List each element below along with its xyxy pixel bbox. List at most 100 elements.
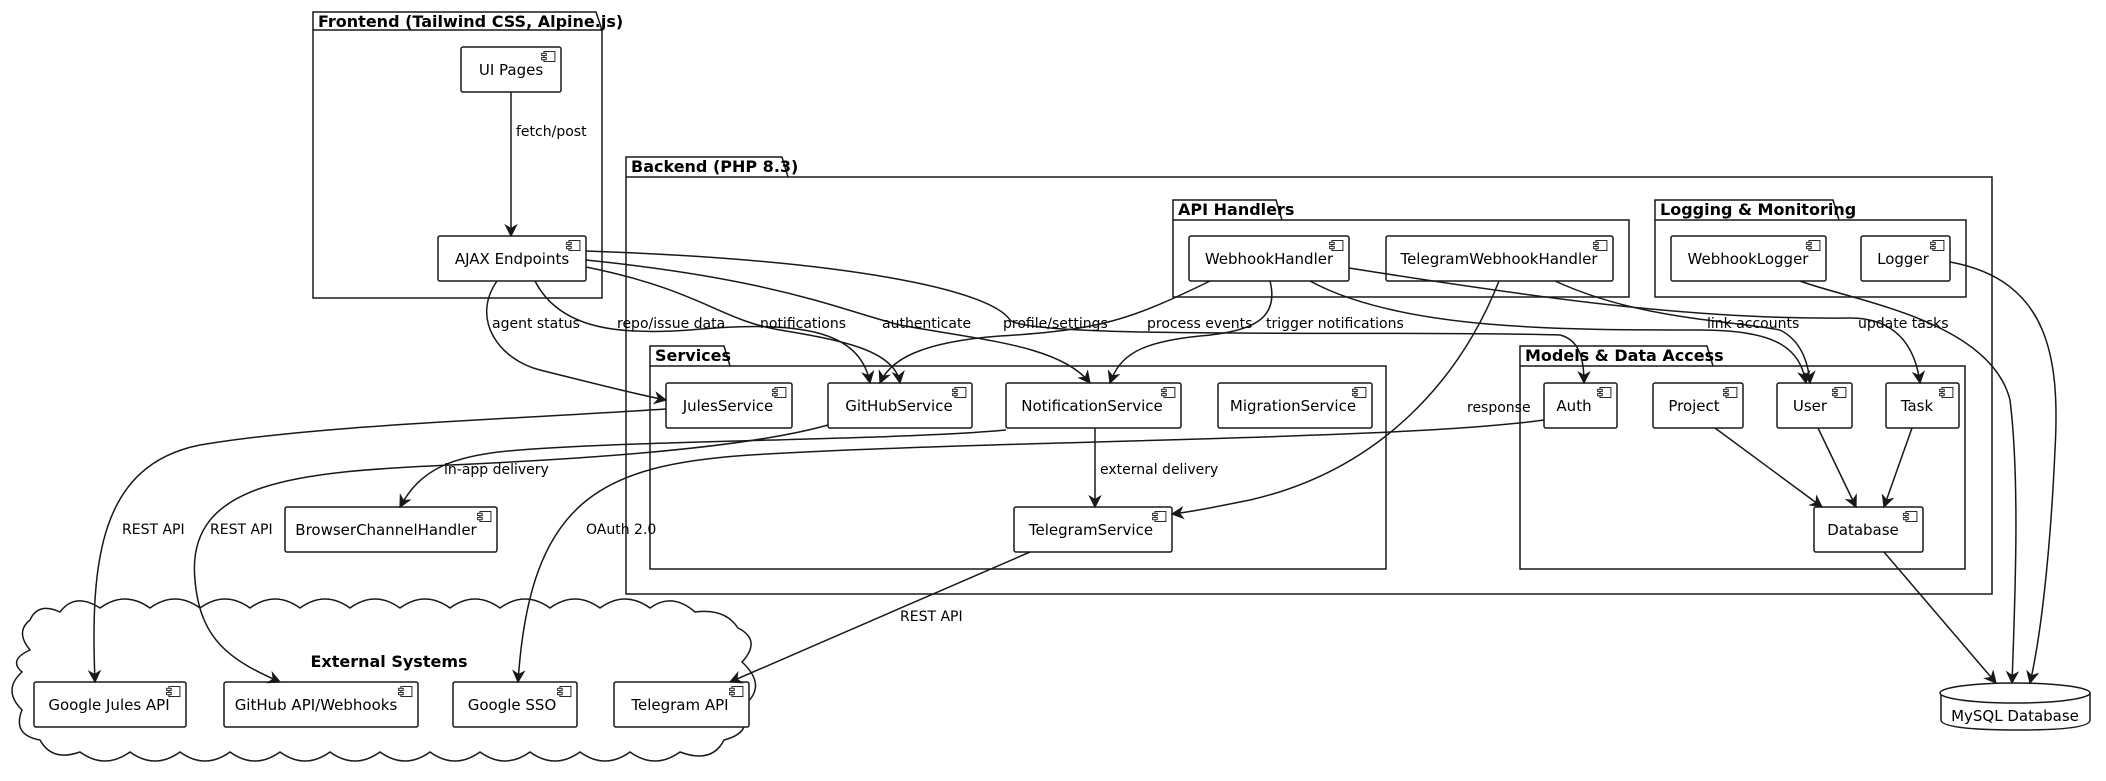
edge-database-to-mysql [1883,551,1997,685]
edge-logger-to-mysql [1949,261,2057,685]
svg-text:link accounts: link accounts [1707,316,1799,332]
svg-text:WebhookLogger: WebhookLogger [1688,250,1810,268]
edge-webhook-to-user [1309,280,1811,385]
svg-text:JulesService: JulesService [682,397,774,415]
edge-github-to-github-api: REST API [193,424,829,684]
component-browser-channel-handler: BrowserChannelHandler [284,506,498,553]
component-icon [1903,511,1918,522]
svg-text:GitHub API/Webhooks: GitHub API/Webhooks [235,696,398,714]
component-telegram-api: Telegram API [613,681,750,728]
component-icon [1806,240,1821,251]
edge-ajax-to-notification: notifications [585,266,905,385]
edge-webhook-to-notification: trigger notifications [1107,280,1404,385]
edge-notification-to-browser: in-app delivery [399,429,1007,509]
component-icon [772,387,787,398]
component-icon [1152,511,1167,522]
component-icon [477,511,492,522]
package-frontend: Frontend (Tailwind CSS, Alpine.js) [312,11,623,299]
component-icon [1832,387,1847,398]
component-task: Task [1885,382,1960,429]
component-webhook-handler: WebhookHandler [1188,235,1350,282]
component-icon [1723,387,1738,398]
component-ajax-endpoints: AJAX Endpoints [437,235,587,282]
package-external-title: External Systems [310,652,467,671]
svg-text:agent status: agent status [492,316,580,332]
package-api-handlers-title: API Handlers [1178,200,1294,219]
component-icon [1597,387,1612,398]
edge-user-to-database [1817,427,1857,509]
svg-text:Google SSO: Google SSO [468,696,557,714]
component-logger: Logger [1860,235,1951,282]
svg-text:REST API: REST API [210,522,273,538]
edge-webhook-logger-to-mysql [1799,280,2020,685]
edge-webhook-to-github: process events [878,280,1252,385]
svg-text:MigrationService: MigrationService [1230,397,1356,415]
edge-telegram-service-to-telegram-api: REST API [728,551,1031,684]
svg-text:Auth: Auth [1556,397,1591,415]
component-webhook-logger: WebhookLogger [1670,235,1827,282]
component-google-jules-api: Google Jules API [33,681,187,728]
svg-text:MySQL Database: MySQL Database [1951,707,2079,725]
svg-text:response: response [1467,400,1531,416]
edge-auth-to-google-sso: OAuth 2.0 [512,419,1545,684]
svg-text:profile/settings: profile/settings [1003,316,1108,332]
component-user: User [1776,382,1853,429]
component-icon [557,686,572,697]
edge-ajax-to-github: repo/issue data [534,280,875,385]
svg-text:trigger notifications: trigger notifications [1266,316,1404,332]
component-github-api: GitHub API/Webhooks [223,681,419,728]
edge-telegram-handler-to-user: link accounts [1554,280,1816,385]
package-frontend-title: Frontend (Tailwind CSS, Alpine.js) [318,12,623,31]
svg-text:fetch/post: fetch/post [516,124,587,140]
edge-telegram-handler-to-telegram-service: response [1170,280,1531,520]
svg-text:User: User [1793,397,1828,415]
svg-text:TelegramService: TelegramService [1028,521,1153,539]
svg-text:UI Pages: UI Pages [479,61,543,79]
component-auth: Auth [1543,382,1618,429]
label-update-tasks: update tasks [1858,316,1949,332]
package-backend-title: Backend (PHP 8.3) [631,157,798,176]
svg-text:OAuth 2.0: OAuth 2.0 [586,522,656,538]
svg-text:REST API: REST API [900,609,963,625]
svg-text:TelegramWebhookHandler: TelegramWebhookHandler [1399,250,1598,268]
edge-jules-to-google-jules-api: REST API [87,408,667,684]
svg-text:NotificationService: NotificationService [1021,397,1163,415]
svg-text:REST API: REST API [122,522,185,538]
svg-text:repo/issue data: repo/issue data [617,316,725,332]
component-icon [1930,240,1945,251]
svg-text:notifications: notifications [760,316,846,332]
edge-webhook-to-task [1348,267,1926,385]
svg-text:Task: Task [1900,397,1934,415]
component-google-sso: Google SSO [452,681,578,728]
component-icon [1161,387,1176,398]
edge-project-to-database [1714,427,1824,508]
component-icon [1939,387,1954,398]
component-icon [952,387,967,398]
component-icon [729,686,744,697]
component-notification-service: NotificationService [1005,382,1182,429]
svg-text:in-app delivery: in-app delivery [444,462,549,478]
component-telegram-webhook-handler: TelegramWebhookHandler [1385,235,1614,282]
component-mysql-database: MySQL Database [1939,682,2091,731]
package-services: Services [649,345,1387,570]
svg-text:authenticate: authenticate [882,316,971,332]
package-external-systems: External Systems [11,598,757,762]
edge-notification-to-telegram: external delivery [1088,428,1218,509]
edge-ui-to-ajax: fetch/post [504,92,587,238]
svg-text:process events: process events [1147,316,1252,332]
svg-text:Google Jules API: Google Jules API [48,696,169,714]
edge-task-to-database [1881,427,1913,509]
edge-ajax-to-auth: authenticate [585,259,1091,385]
package-logging-title: Logging & Monitoring [1660,200,1856,219]
edge-ajax-to-jules: agent status [485,280,668,405]
svg-text:external delivery: external delivery [1100,462,1218,478]
component-project: Project [1652,382,1744,429]
svg-text:Logger: Logger [1877,250,1930,268]
package-api-handlers: API Handlers [1172,199,1630,298]
component-icon [398,686,413,697]
package-logging: Logging & Monitoring [1654,199,1967,298]
component-github-service: GitHubService [827,382,973,429]
component-database: Database [1813,506,1924,553]
svg-text:BrowserChannelHandler: BrowserChannelHandler [295,521,477,539]
